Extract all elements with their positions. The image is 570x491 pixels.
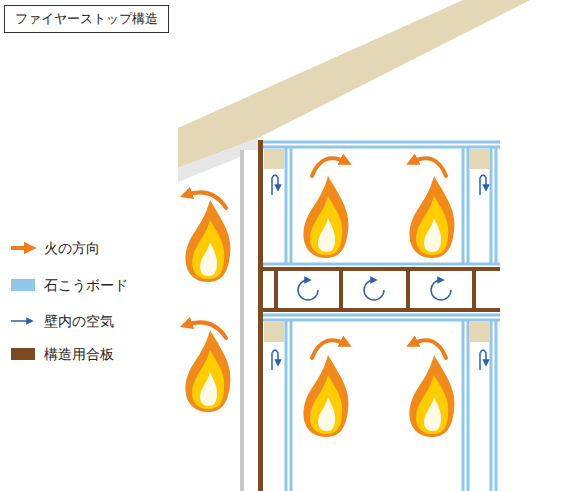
legend-label: 火の方向 [44, 239, 100, 257]
legend-swatch [11, 348, 35, 360]
title-box: ファイヤーストップ構造 [4, 5, 169, 33]
legend-swatch [11, 279, 35, 291]
legend-label: 壁内の空気 [44, 312, 114, 330]
legend-label: 石こうボード [44, 276, 128, 294]
legend-label: 構造用合板 [44, 345, 114, 363]
